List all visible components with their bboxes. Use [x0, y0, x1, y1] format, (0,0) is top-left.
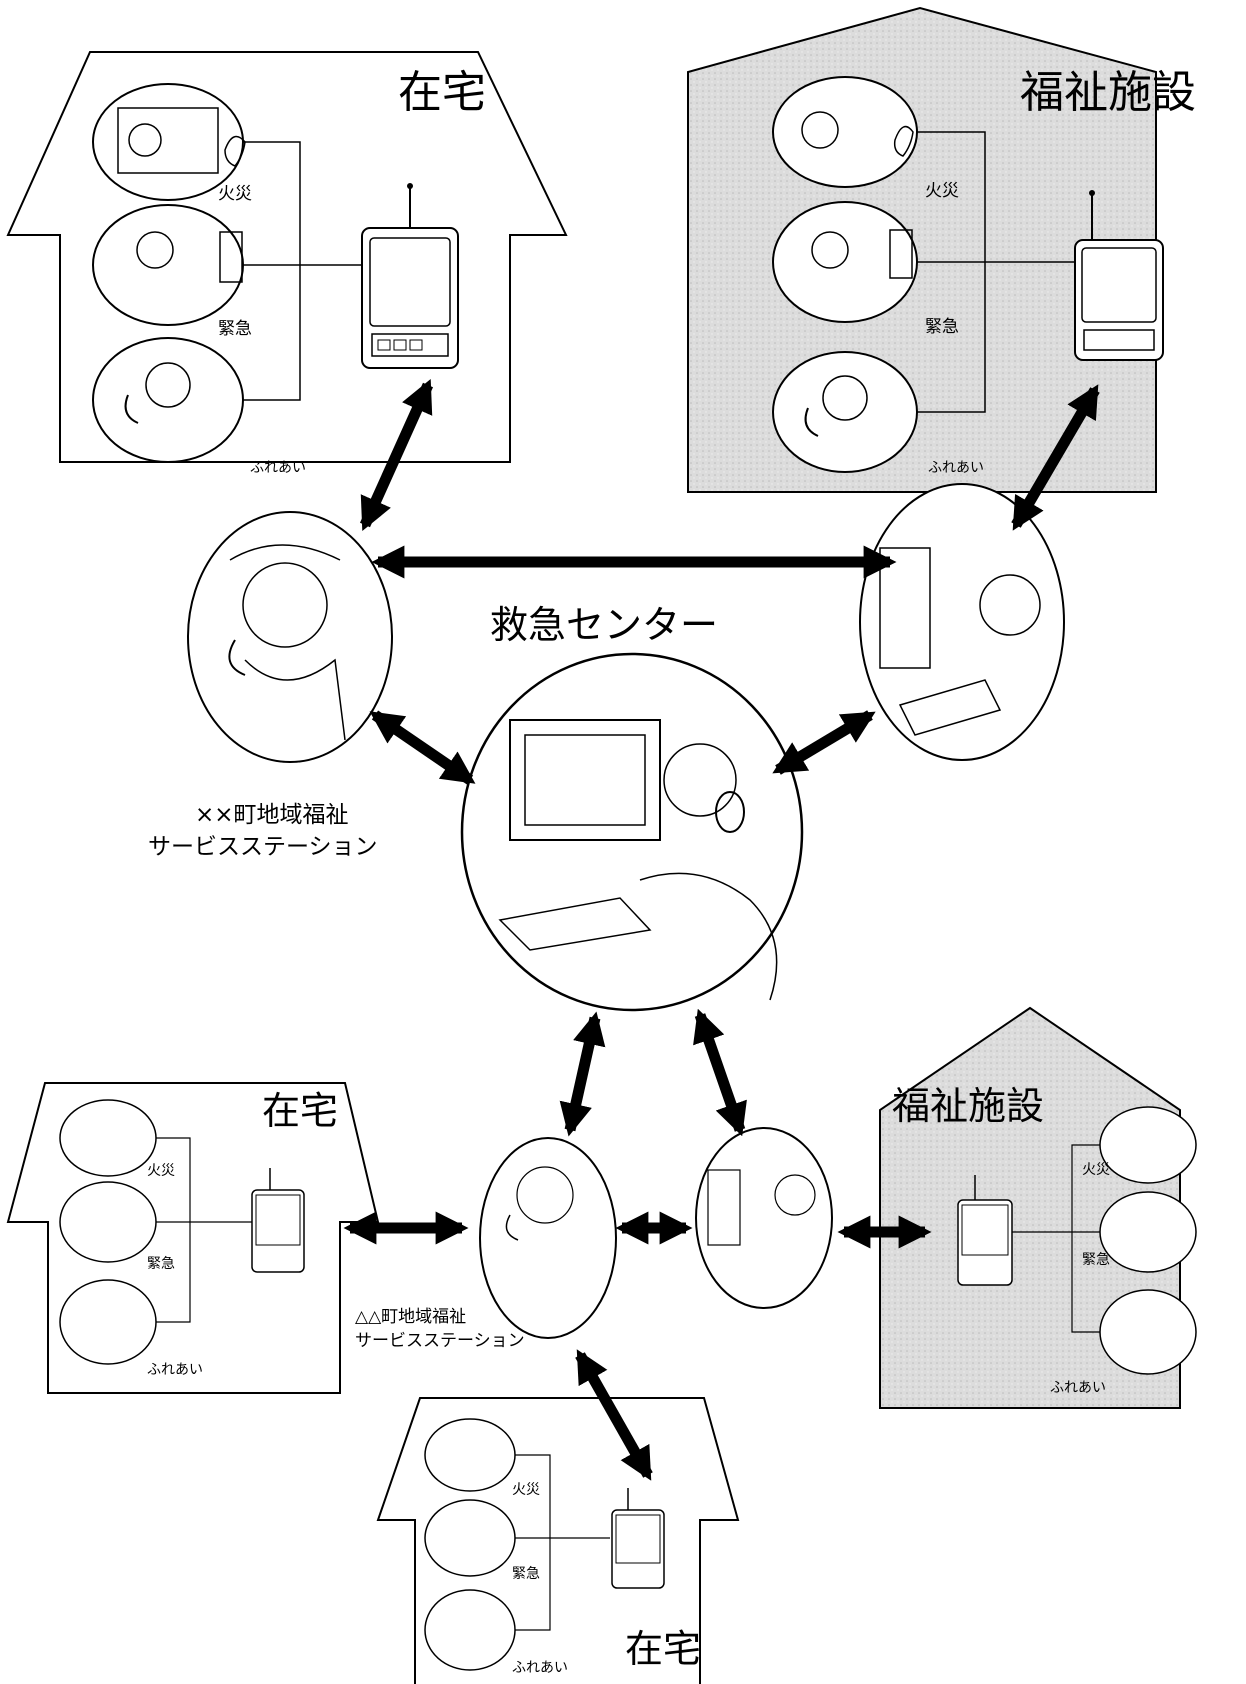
computer-icon [498, 719, 661, 951]
facility-bottom-right-emergency-label: 緊急 [1082, 1252, 1110, 1268]
emergency-transmitter-icon [611, 1488, 665, 1589]
emergency-transmitter-icon [251, 1168, 305, 1273]
home-bottom-left-emergency-label: 緊急 [147, 1256, 175, 1272]
scene-contact [772, 351, 918, 473]
emergency-center [460, 652, 804, 1012]
station-xx-name-line1: ××町地域福祉 [195, 802, 349, 828]
station-triangle-name-line2: サービスステーション [355, 1331, 525, 1351]
connection-arrows [343, 378, 1100, 1481]
facility-top-right-fire-label: 火災 [925, 181, 959, 201]
phone-icon [124, 394, 139, 424]
facility-staff-bottom [695, 1127, 833, 1309]
facility-top-right-title: 福祉施設 [1020, 67, 1196, 118]
emergency-transmitter-icon [1074, 190, 1164, 361]
home-bottom-center-emergency-label: 緊急 [512, 1566, 540, 1582]
home-bottom-left-title: 在宅 [262, 1089, 339, 1133]
phone-icon [505, 1214, 519, 1241]
facility-bottom-right [879, 1006, 1197, 1409]
computer-icon [879, 547, 931, 669]
scene-fire [772, 76, 918, 188]
home-bottom-center-contact-label: ふれあい [512, 1660, 568, 1676]
phone-icon [228, 639, 246, 676]
home-top-left-contact-label: ふれあい [250, 460, 306, 476]
scene-emergency [92, 204, 244, 326]
scene-contact [92, 337, 244, 463]
home-top-left-title: 在宅 [398, 67, 486, 118]
station-xx-name-line2: サービスステーション [148, 834, 378, 860]
home-top-left-fire-label: 火災 [218, 184, 252, 204]
home-bottom-center-fire-label: 火災 [512, 1482, 540, 1498]
emergency-transmitter-icon [957, 1175, 1013, 1286]
home-top-left-emergency-label: 緊急 [218, 319, 252, 339]
facility-top-right-emergency-label: 緊急 [925, 317, 959, 337]
home-bottom-left [6, 1082, 380, 1394]
emergency-center-title: 救急センター [490, 603, 719, 647]
facility-bottom-right-fire-label: 火災 [1082, 1162, 1110, 1178]
facility-bottom-right-contact-label: ふれあい [1050, 1380, 1106, 1396]
phone-icon [804, 407, 819, 437]
computer-icon [707, 1169, 741, 1246]
station-xx-operator [187, 511, 393, 763]
facility-top-right [687, 6, 1164, 493]
home-bottom-center-title: 在宅 [625, 1627, 702, 1671]
facility-top-right-contact-label: ふれあい [928, 460, 984, 476]
station-triangle-operator [479, 1137, 617, 1339]
emergency-transmitter-icon [361, 183, 459, 369]
headset-icon [715, 791, 745, 833]
facility-staff-top [859, 483, 1065, 761]
scene-emergency [772, 201, 918, 323]
fire-icon [224, 135, 246, 167]
fire-icon [893, 125, 914, 157]
home-top-left [6, 51, 568, 463]
scene-fire [92, 83, 246, 201]
home-bottom-left-contact-label: ふれあい [147, 1362, 203, 1378]
facility-bottom-right-title: 福祉施設 [892, 1084, 1045, 1128]
station-triangle-name-line1: △△町地域福祉 [355, 1307, 467, 1327]
home-bottom-left-fire-label: 火災 [147, 1163, 175, 1179]
